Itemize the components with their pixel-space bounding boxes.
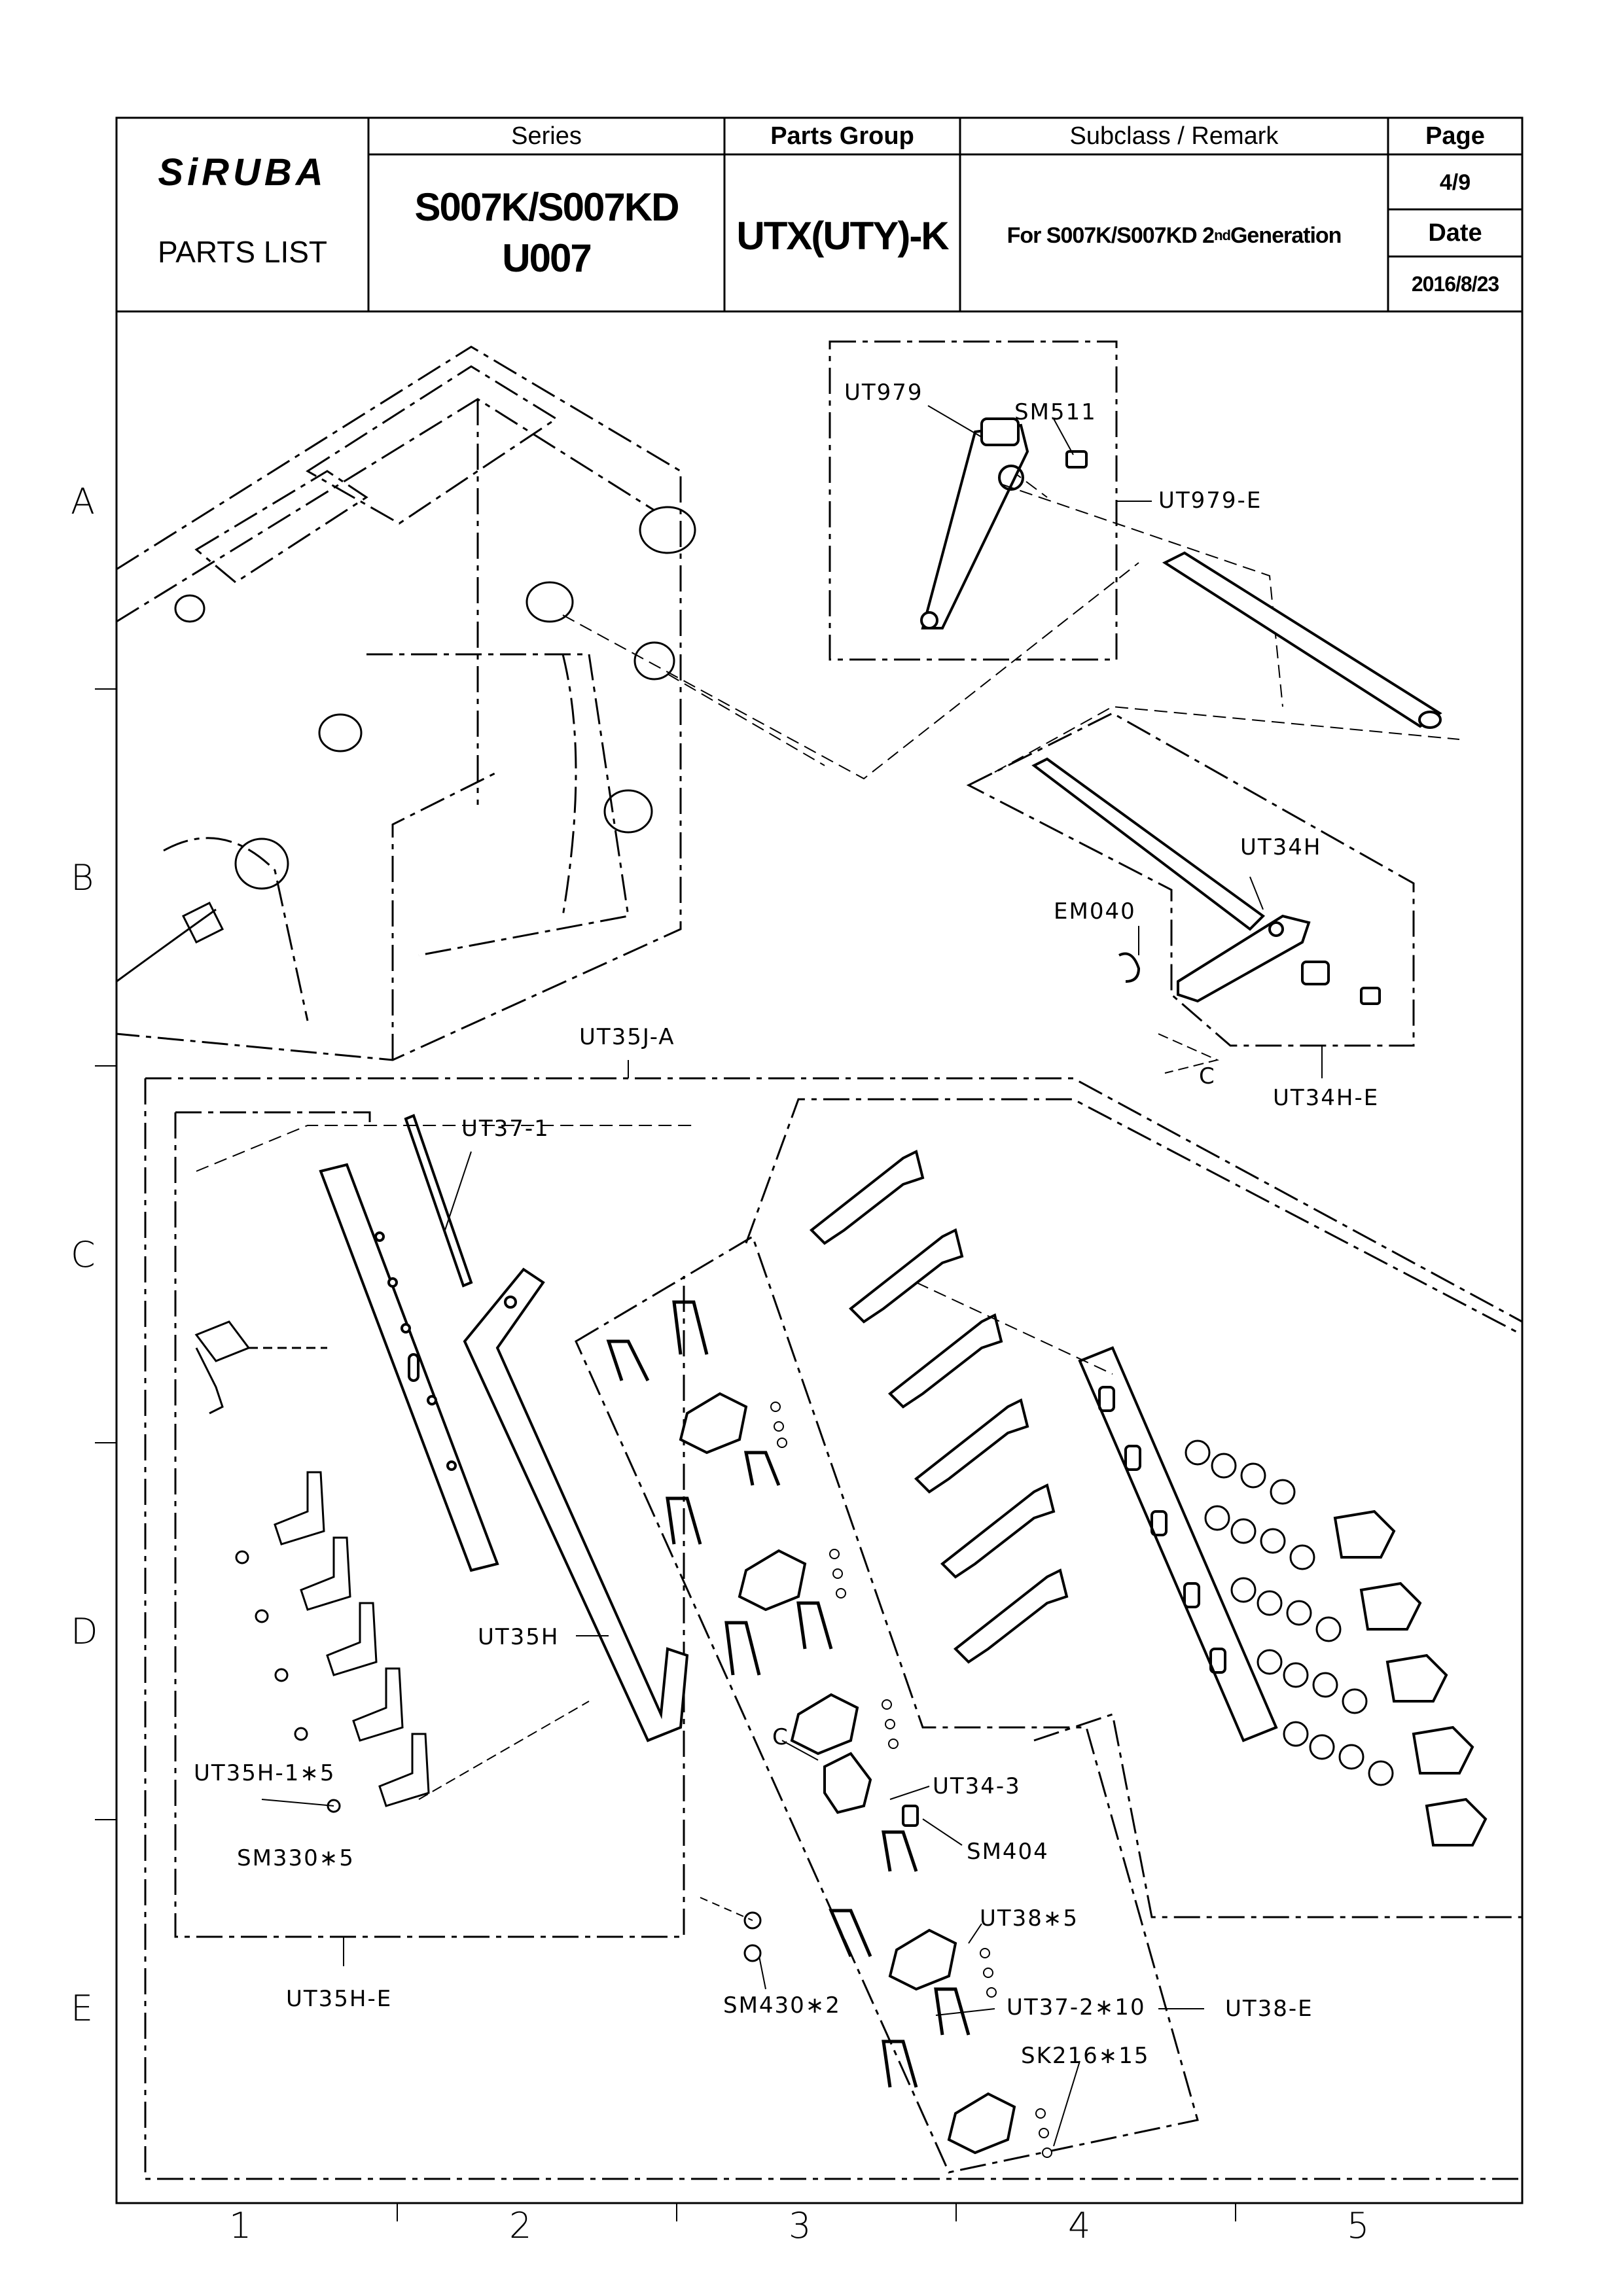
callout-ut37-2: UT37-2∗10 — [1007, 1994, 1146, 2021]
screws-sm330 — [235, 1550, 341, 1813]
tension-plate — [1078, 1346, 1278, 1742]
callout-c-mid: C — [772, 1724, 789, 1750]
ut38-e-group-box — [575, 1235, 1199, 2174]
subclass-label: Subclass / Remark — [1069, 122, 1279, 150]
row-label-d: D — [71, 1611, 98, 1652]
row-label-a: A — [71, 481, 95, 522]
col-label-3: 3 — [789, 2205, 812, 2246]
callout-sm511: SM511 — [1014, 399, 1097, 425]
callout-ut37-1: UT37-1 — [461, 1116, 550, 1142]
rod-ut37-1 — [404, 1114, 473, 1288]
callout-ut35h: UT35H — [478, 1624, 560, 1650]
parts-list-title: PARTS LIST — [157, 235, 328, 269]
callout-ut979-e: UT979-E — [1158, 487, 1262, 514]
subclass-value-sup: nd — [1214, 227, 1231, 243]
series-value-line1: S007K/S007KD — [414, 185, 680, 229]
callout-ut34h-e: UT34H-E — [1273, 1085, 1380, 1111]
screws-sk216 — [770, 1402, 1052, 2158]
col-label-4: 4 — [1068, 2205, 1091, 2246]
callout-sm404: SM404 — [967, 1839, 1049, 1865]
row-label-b: B — [71, 857, 94, 898]
col-label-5: 5 — [1347, 2205, 1370, 2246]
subclass-value-main: For S007K/S007KD 2 — [1007, 222, 1215, 248]
blocks-ut38 — [679, 1392, 1016, 2155]
callout-sm330: SM330∗5 — [237, 1845, 355, 1871]
callout-em040: EM040 — [1054, 898, 1136, 925]
spring-stud — [194, 1320, 327, 1415]
callout-sm430: SM430∗2 — [723, 1992, 841, 2019]
ut979-lever — [920, 417, 1088, 629]
callout-ut38: UT38∗5 — [980, 1905, 1079, 1932]
brand-logo: SiRUBA — [158, 150, 327, 194]
page-frame — [115, 116, 1524, 2204]
callout-sk216: SK216∗15 — [1021, 2043, 1150, 2069]
col-label-2: 2 — [509, 2205, 532, 2246]
page-label: Page — [1425, 122, 1485, 150]
bracket-ut35h — [463, 1267, 689, 1742]
row-label-c: C — [71, 1234, 96, 1275]
series-label: Series — [511, 122, 582, 150]
parts-group-label: Parts Group — [770, 122, 914, 150]
date-label: Date — [1428, 219, 1482, 247]
row-label-e: E — [71, 1988, 94, 2029]
screws-sm430 — [743, 1911, 762, 1962]
header-grid — [116, 118, 1522, 313]
plate-ut35j — [319, 1163, 499, 1572]
callout-ut35j-a: UT35J-A — [579, 1024, 675, 1050]
callout-ut34-3: UT34-3 — [933, 1773, 1021, 1799]
callout-ut35h-e: UT35H-E — [286, 1986, 393, 2012]
shaft-rod — [1162, 551, 1442, 729]
tension-discs — [1185, 1439, 1394, 1786]
callout-ut34h: UT34H — [1240, 834, 1322, 860]
page-value: 4/9 — [1439, 169, 1471, 195]
callout-ut979: UT979 — [844, 380, 923, 406]
parts-group-value: UTX(UTY)-K — [736, 213, 949, 258]
series-value-line2: U007 — [502, 236, 592, 280]
tension-knobs — [1333, 1510, 1488, 1846]
callout-ut35h-1: UT35H-1∗5 — [194, 1760, 336, 1786]
machine-body-bosses — [116, 506, 696, 983]
date-value: 2016/8/23 — [1411, 272, 1499, 296]
ut34h-crank — [1031, 757, 1381, 1005]
col-label-1: 1 — [229, 2205, 252, 2246]
ut35h-e-group-box — [174, 1111, 685, 1938]
brackets-ut35h-1 — [274, 1471, 430, 1807]
thread-guides — [809, 1150, 1069, 1664]
machine-body-casting — [116, 345, 682, 1061]
stud-ut34-3 — [823, 1752, 919, 1827]
callout-c-top: C — [1199, 1063, 1216, 1089]
ut35j-a-group-box — [145, 1077, 1523, 1323]
callout-ut38-e: UT38-E — [1225, 1996, 1313, 2022]
subclass-value-tail: Generation — [1230, 222, 1342, 248]
